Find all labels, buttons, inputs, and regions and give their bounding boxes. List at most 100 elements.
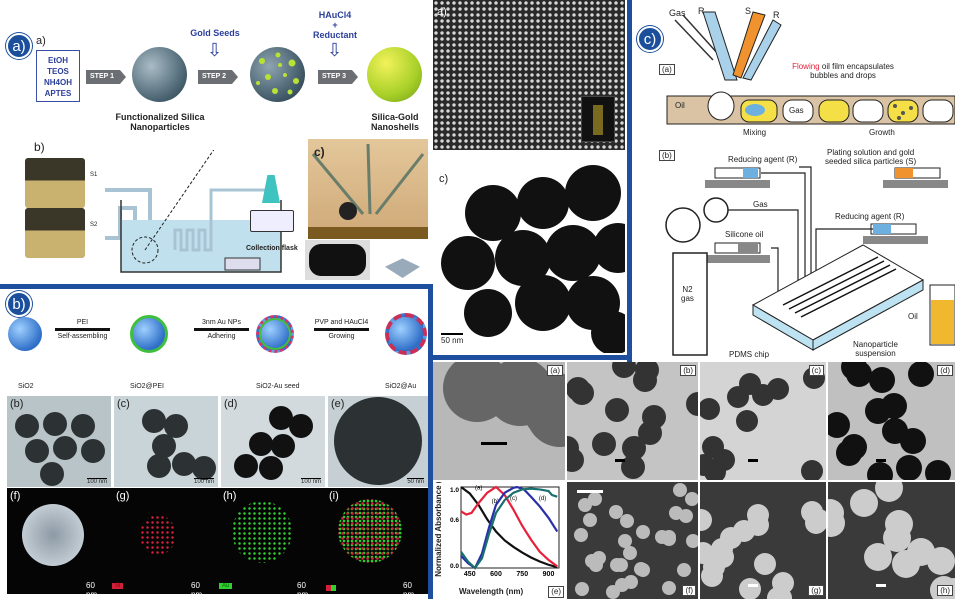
scale-bar: 60 nm	[403, 581, 415, 600]
divider-horizontal-middle	[430, 355, 632, 360]
tem-label: (d)	[224, 398, 238, 410]
sio2-au-sphere	[385, 313, 427, 355]
arrow-top-text: 3nm Au NPs	[202, 319, 241, 326]
au-map	[232, 501, 292, 563]
step-3-arrow: STEP 3	[318, 70, 358, 84]
sio2-au-seed-sphere	[256, 315, 294, 353]
y-axis-label: Normalized Absorbance (-)	[434, 482, 443, 577]
tem-image-middle: c) 50 nm	[433, 153, 625, 353]
x-tick-label: 900	[543, 571, 555, 578]
gas-text: gas	[681, 294, 694, 303]
nanoparticle-label: Nanoparticle suspension	[853, 340, 898, 358]
sub-c-label: c)	[314, 145, 325, 159]
sio2-pei-sphere	[130, 315, 168, 353]
tem-particles	[334, 397, 422, 485]
gold-nanoshell-sphere	[367, 47, 422, 102]
film-text-2: bubbles and drops	[810, 71, 876, 80]
stage-label: SiO2-Au seed	[256, 383, 300, 390]
chip-tubes	[308, 143, 428, 239]
reactor-bath-diagram	[105, 150, 282, 273]
arrow-bottom-text: Growing	[328, 333, 355, 340]
sem-image-top: a)	[433, 0, 625, 150]
x-tick-label: 750	[516, 571, 528, 578]
divider-vertical-left	[428, 284, 433, 599]
si-legend: Si	[112, 583, 124, 589]
scale-bar	[748, 584, 758, 587]
arrow-icon	[194, 328, 249, 331]
s1-label: S1	[90, 172, 98, 178]
gas-line-label: Gas	[753, 200, 768, 209]
arrow-top-text: PEI	[76, 319, 89, 326]
haucl4-label: HAuCl4 + Reductant	[310, 10, 360, 40]
nanoparticle-text: Nanoparticle	[853, 340, 898, 349]
microscopy-image: (b)	[567, 362, 698, 480]
gold-seeds-dots	[256, 52, 299, 95]
oil-label: Oil	[675, 101, 685, 110]
collection-flask-icon	[262, 175, 280, 203]
tem-particles	[15, 412, 105, 486]
particles	[443, 362, 565, 447]
particles	[567, 362, 698, 479]
flowing-word: Flowing	[792, 62, 820, 71]
n2-text: N2	[682, 285, 693, 294]
film-label: Flowing oil film encapsulates bubbles an…	[783, 62, 903, 80]
tem-image: (e) 50 nm	[328, 396, 428, 487]
arrow-icon	[314, 328, 369, 331]
plot-frame	[460, 486, 560, 569]
eds-label: (h)	[223, 490, 237, 502]
tem-image: (c) 100 nm	[114, 396, 218, 487]
mixing-label: Mixing	[743, 128, 767, 137]
process-arrow-2: 3nm Au NPs Adhering	[194, 319, 249, 340]
s2-label: S2	[90, 222, 98, 228]
reagent: TEOS	[47, 67, 69, 76]
growth-label: Growth	[869, 128, 895, 137]
reductant-text: Reductant	[312, 30, 357, 40]
scale-bar: 100 nm	[193, 478, 214, 485]
sem-label: a)	[437, 6, 447, 18]
process-arrow-1: PEI Self-assembling	[55, 319, 110, 340]
image-label: (c)	[808, 365, 824, 376]
reducing-agent-label: Reducing agent (R)	[835, 212, 905, 221]
reducing-agent-label: Reducing agent (R)	[728, 155, 798, 164]
haucl4-text: HAuCl4	[318, 10, 352, 20]
panel-a-badge: a)	[6, 33, 32, 59]
microscopy-image: (f)	[567, 482, 698, 599]
tem-image: (d) 100 nm	[221, 396, 325, 487]
scale-bar: 100 nm	[300, 478, 321, 485]
scale-bar	[876, 584, 886, 587]
particles	[700, 501, 826, 599]
au-legend: Au	[219, 583, 233, 589]
stage-label: SiO2@Au	[385, 383, 417, 390]
divider-vertical-middle	[627, 0, 632, 362]
eds-label: (g)	[116, 490, 130, 502]
series-label: (c)	[510, 496, 517, 502]
y-tick-label: 0.6	[450, 517, 459, 524]
microscopy-image: (a)	[433, 362, 565, 480]
sio2-sphere	[8, 317, 42, 351]
plating-text-2: seeded silica particles (S)	[825, 157, 917, 166]
si-map	[140, 515, 176, 555]
tem-particles	[441, 165, 625, 353]
chart-panel-label: (e)	[548, 586, 564, 598]
x-tick-label: 450	[464, 571, 476, 578]
overlay-map	[338, 499, 402, 563]
arrow-bottom-text: Self-assembling	[57, 333, 108, 340]
chip-3d-icon	[385, 258, 420, 278]
pdms-label: PDMS chip	[729, 350, 770, 359]
arrow-bottom-text: Adhering	[207, 333, 236, 340]
series-label: (a)	[475, 485, 482, 491]
step-2-arrow: STEP 2	[198, 70, 238, 84]
sub-b-tag: (b)	[659, 150, 675, 161]
reagent: NH4OH	[43, 78, 72, 87]
x-tick-label: 600	[490, 571, 502, 578]
overlay-legend	[326, 585, 336, 591]
scale-bar: 50 nm	[407, 478, 424, 485]
panel-c: c) Gas R S R (a)	[633, 0, 955, 360]
oil-vial-label: Oil	[908, 312, 918, 321]
x-axis-label: Wavelength (nm)	[459, 587, 524, 596]
image-label: (g)	[808, 585, 824, 596]
y-tick-label: 1.0	[450, 487, 459, 494]
stage-label: SiO2@PEI	[130, 383, 164, 390]
haadf-particle	[22, 504, 84, 566]
series-line-1	[460, 485, 558, 568]
